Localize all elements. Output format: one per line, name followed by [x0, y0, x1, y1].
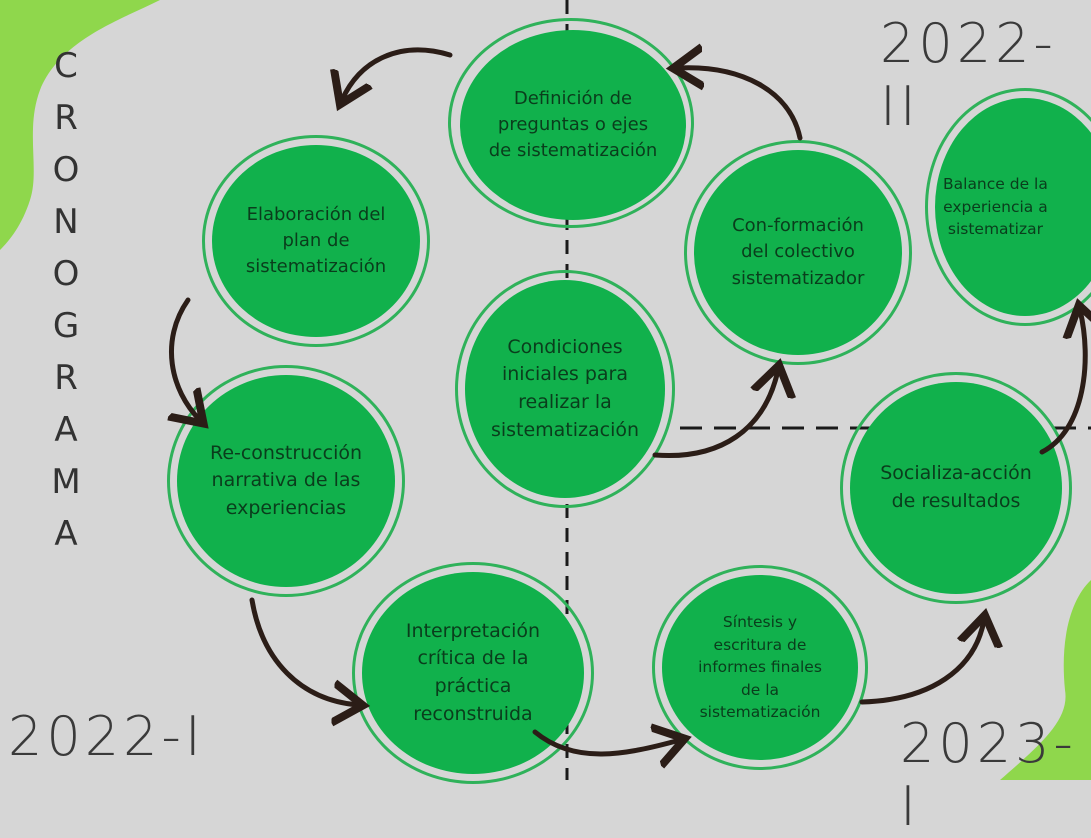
node-condiciones: Condiciones iniciales para realizar la s… [455, 270, 675, 508]
period-label-2022-2: 2022-II [880, 12, 1057, 138]
node-balance: Balance de la experiencia a sistematizar [925, 88, 1091, 326]
node-conformacion: Con-formación del colectivo sistematizad… [684, 140, 912, 365]
node-label: Síntesis y escritura de informes finales… [698, 613, 822, 722]
node-socializa: Socializa-acción de resultados [840, 372, 1072, 604]
node-label: Balance de la experiencia a sistematizar [943, 175, 1048, 239]
node-label: Condiciones iniciales para realizar la s… [490, 335, 640, 441]
title-letter: R [54, 98, 78, 138]
title-letter: G [52, 306, 80, 346]
node-elaboracion: Elaboración del plan de sistematización [202, 135, 430, 347]
corner-decorations [0, 0, 1091, 780]
top-left-blob [0, 0, 160, 250]
node-label: Interpretación crítica de la práctica re… [405, 619, 541, 725]
arrow-conformacion-to-definicion [678, 68, 803, 141]
title-letter: C [54, 46, 78, 86]
node-label: Con-formación del colectivo sistematizad… [731, 215, 865, 289]
node-sintesis: Síntesis y escritura de informes finales… [652, 565, 868, 770]
node-label: Definición de preguntas o ejes de sistem… [488, 87, 658, 162]
arrow-sintesis-to-socializa [859, 620, 984, 705]
node-label: Elaboración del plan de sistematización [245, 203, 387, 278]
arrow-interpretacion-to-sintesis [532, 732, 680, 754]
title-letter: R [54, 358, 78, 398]
title-letter: A [54, 410, 78, 450]
arrow-definicion-to-elaboracion [342, 47, 453, 100]
title-letter: N [53, 202, 79, 242]
title-letter: O [52, 254, 80, 294]
title-letter: O [52, 150, 80, 190]
node-definicion: Definición de preguntas o ejes de sistem… [448, 18, 694, 228]
arrow-condiciones-to-conformacion [652, 370, 778, 459]
arrow-reconstruccion-to-interpretacion [249, 597, 358, 705]
node-label: Socializa-acción de resultados [880, 462, 1032, 512]
period-label-2022-1: 2022-I [8, 705, 205, 768]
vertical-title: C R O N O G R A M A [48, 40, 84, 560]
bottom-right-blob [1000, 580, 1091, 780]
title-letter: M [51, 462, 81, 502]
node-reconstruccion: Re-construcción narrativa de las experie… [167, 365, 405, 597]
title-letter: A [54, 514, 78, 554]
node-label: Re-construcción narrativa de las experie… [209, 441, 363, 519]
arrow-socializa-to-balance [1039, 310, 1085, 455]
flow-arrows [0, 0, 1091, 780]
arrow-elaboracion-to-reconstruccion [171, 297, 200, 420]
